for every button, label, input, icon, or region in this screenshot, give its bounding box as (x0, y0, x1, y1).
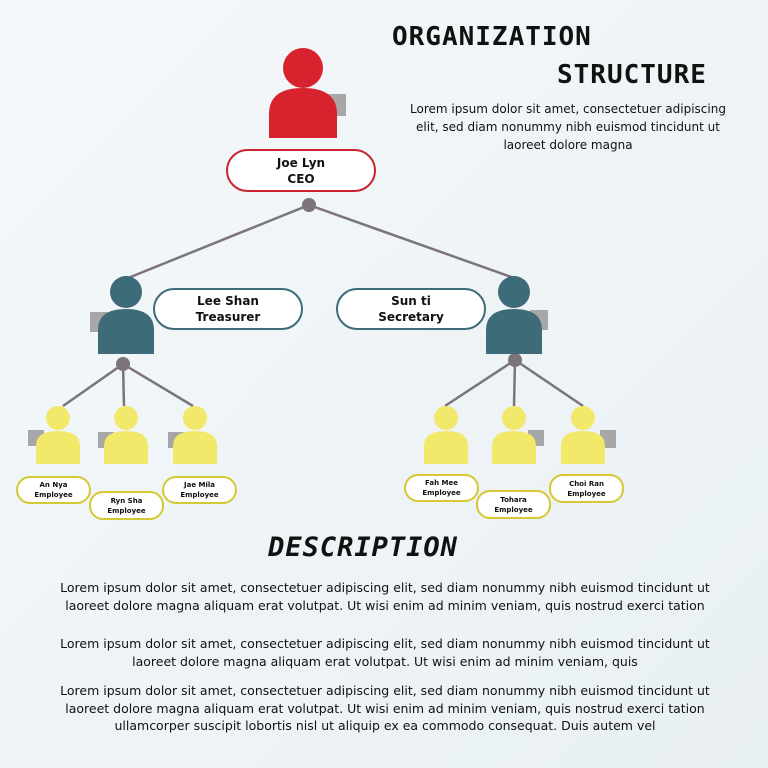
employee-label-ryn-sha: Ryn Sha Employee (89, 491, 164, 520)
employee-name: Fah Mee (425, 479, 458, 487)
secretary-role: Secretary (378, 310, 444, 324)
ceo-role: CEO (287, 171, 315, 186)
employee-label-jae-mila: Jae Mila Employee (162, 476, 237, 504)
treasurer-label: Lee Shan Treasurer (153, 288, 303, 330)
employee-person-icon (561, 406, 616, 464)
employee-person-icon (28, 406, 80, 464)
employee-person-icon (98, 406, 148, 464)
description-title: DESCRIPTION (268, 532, 458, 563)
employee-label-fah-mee: Fah Mee Employee (404, 474, 479, 502)
employee-person-icon (492, 406, 544, 464)
treasurer-name: Lee Shan (197, 294, 259, 308)
employee-name: Ryn Sha (110, 496, 143, 505)
employee-person-icon (424, 406, 468, 464)
employee-role: Employee (422, 489, 461, 497)
left-node (116, 357, 130, 371)
treasurer-role: Treasurer (195, 310, 261, 324)
ceo-label: Joe Lyn CEO (226, 149, 376, 192)
ceo-person-icon (269, 48, 346, 138)
employee-name: Tohara (500, 495, 527, 504)
employee-role: Employee (107, 506, 146, 515)
employee-role: Employee (567, 489, 606, 498)
employee-label-tohara: Tohara Employee (476, 490, 551, 519)
secretary-name: Sun ti (391, 294, 431, 308)
secretary-person-icon (486, 276, 548, 354)
employee-name: Jae Mila (183, 481, 215, 489)
employee-name: An Nya (39, 481, 68, 489)
secretary-label: Sun ti Secretary (336, 288, 486, 330)
employee-label-an-nya: An Nya Employee (16, 476, 91, 504)
employee-role: Employee (494, 505, 533, 514)
right-node (508, 353, 522, 367)
ceo-name: Joe Lyn (276, 155, 326, 170)
ceo-node (302, 198, 316, 212)
description-paragraph-1: Lorem ipsum dolor sit amet, consectetuer… (60, 580, 710, 613)
description-paragraph-2: Lorem ipsum dolor sit amet, consectetuer… (60, 636, 710, 669)
treasurer-person-icon (90, 276, 154, 354)
intro-text: Lorem ipsum dolor sit amet, consectetuer… (410, 102, 726, 152)
employee-name: Choi Ran (569, 479, 604, 488)
employee-person-icon (168, 406, 217, 464)
employee-label-choi-ran: Choi Ran Employee (549, 474, 624, 503)
employee-role: Employee (34, 491, 73, 499)
title-structure: STRUCTURE (557, 60, 707, 90)
title-organization: ORGANIZATION (392, 22, 592, 52)
employee-role: Employee (180, 491, 219, 499)
description-paragraph-3: Lorem ipsum dolor sit amet, consectetuer… (60, 683, 710, 733)
